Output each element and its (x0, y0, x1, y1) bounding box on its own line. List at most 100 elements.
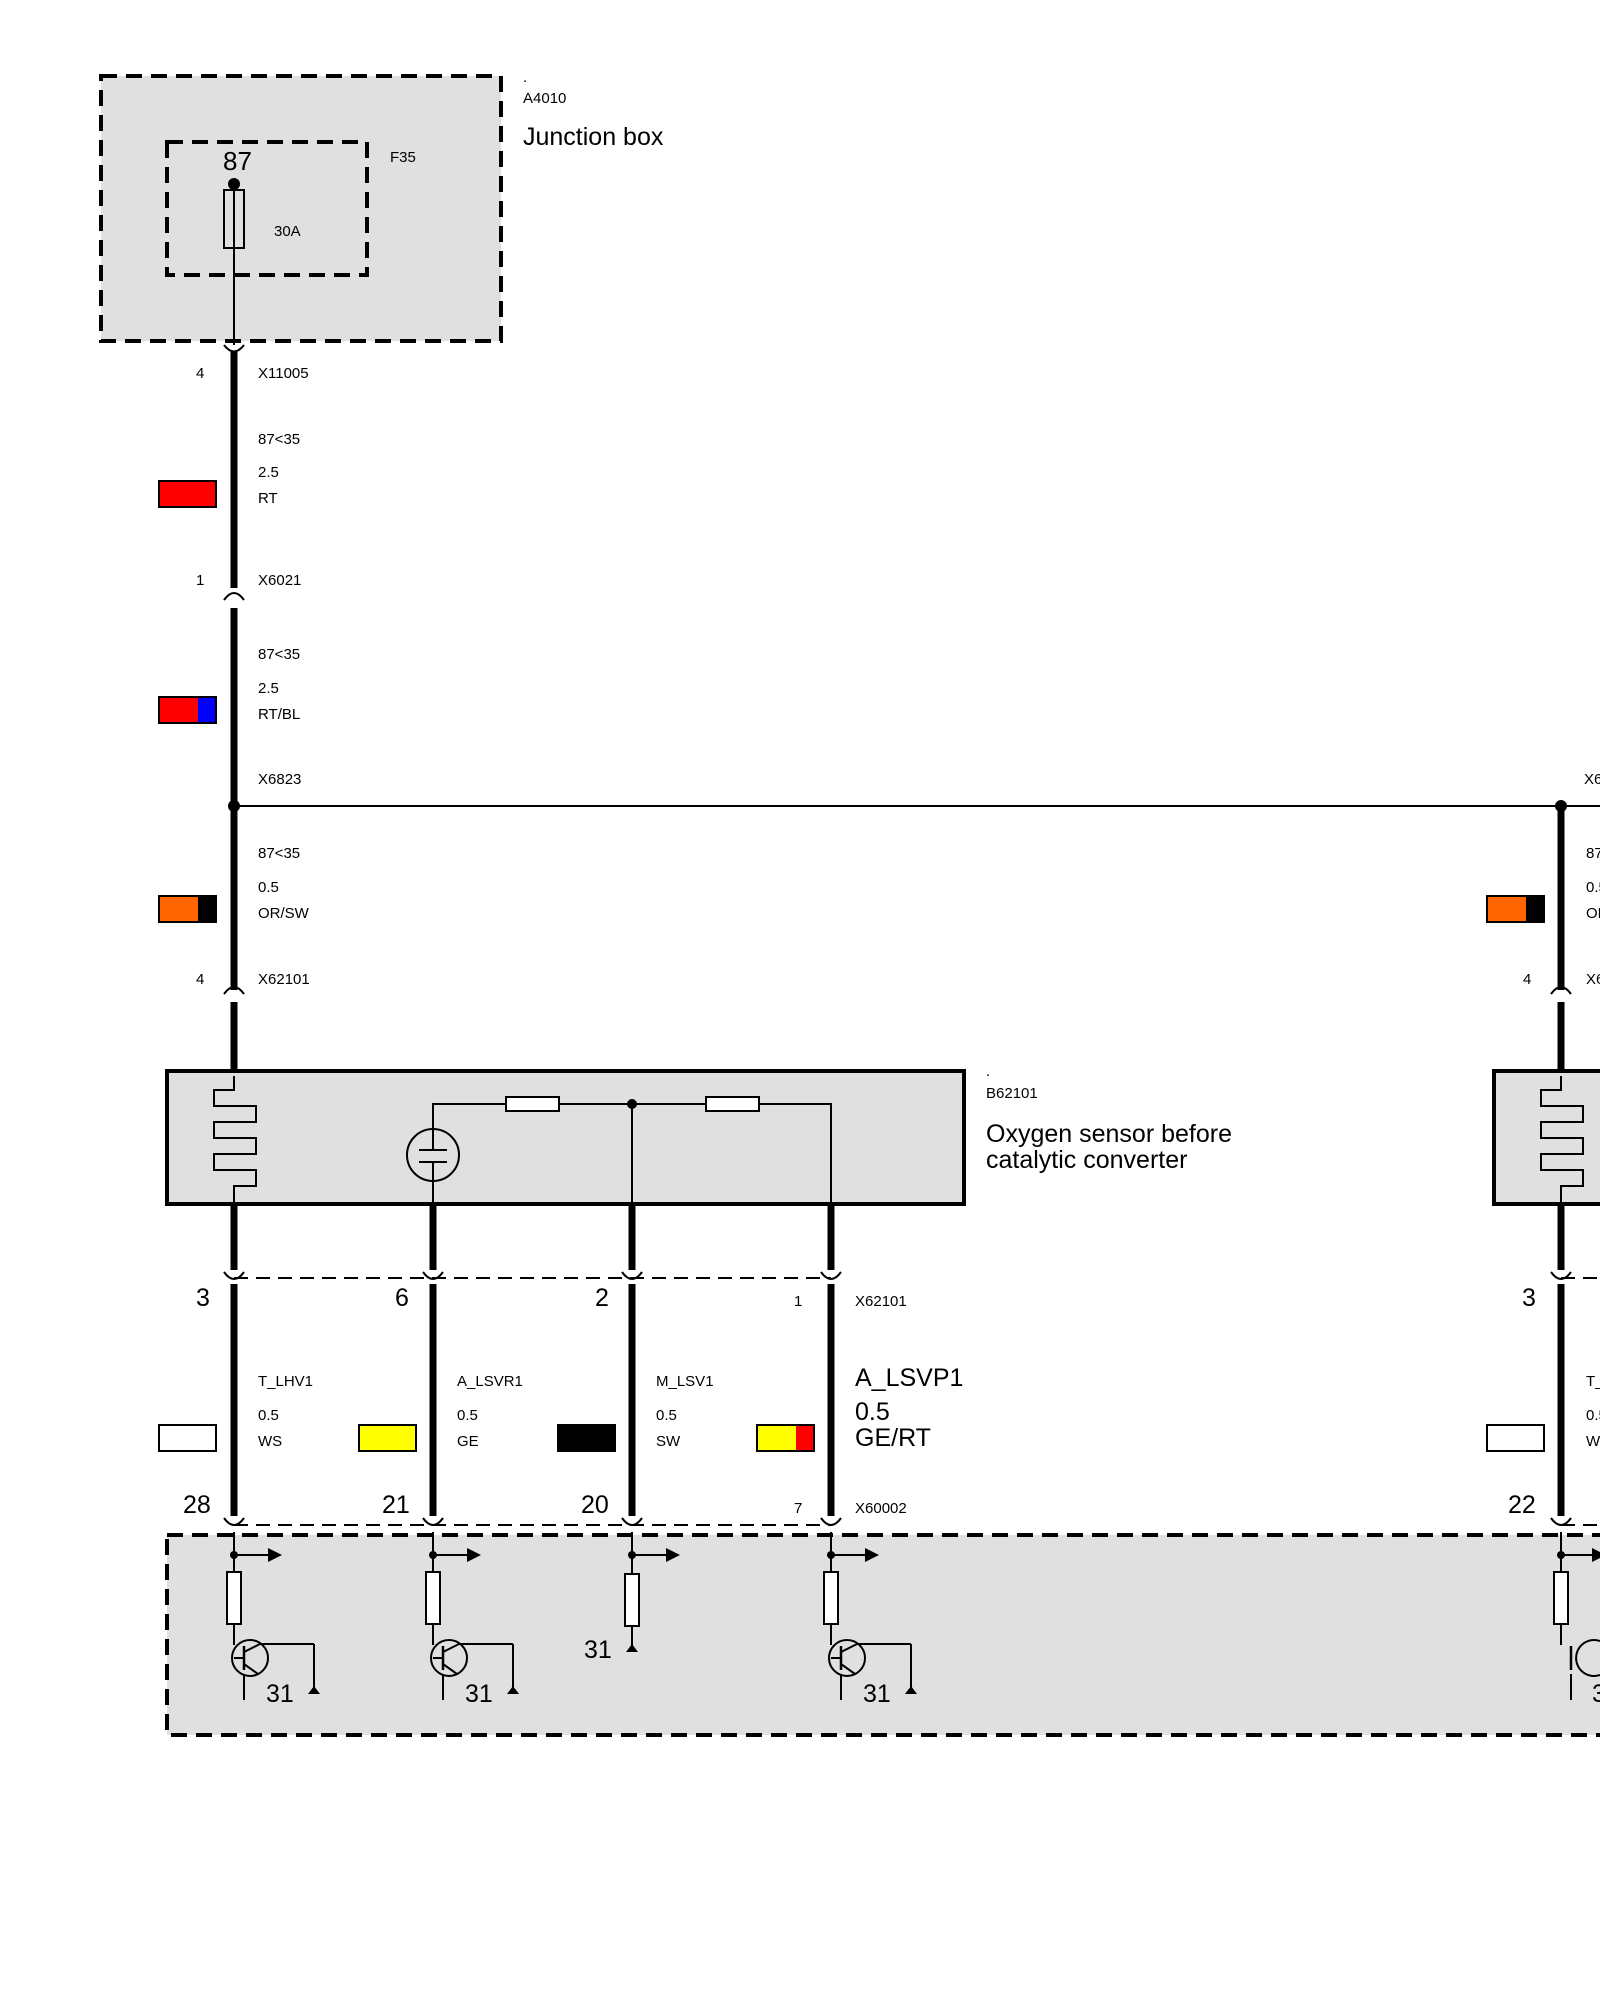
right-wire-color: OF (1586, 905, 1600, 922)
conn-icon-pin2 (621, 1271, 643, 1280)
emitter (442, 1663, 458, 1675)
wire1-color: RT (258, 490, 278, 507)
emitter (243, 1663, 259, 1675)
collector (442, 1643, 460, 1653)
ground-label: 31 (266, 1680, 294, 1708)
fuse-rating: 30A (274, 223, 301, 240)
right-lower-signal: T_ (1586, 1373, 1600, 1390)
ecu-outline (165, 1533, 1600, 1737)
ground-icon (507, 1686, 519, 1694)
heater-element-icon (213, 1076, 257, 1202)
wire-t-lhv1-color: WS (258, 1433, 282, 1450)
ground-label: 31 (863, 1680, 891, 1708)
wire3-signal: 87<35 (258, 845, 300, 862)
resistor-1-icon (505, 1096, 560, 1112)
resistor-icon (425, 1571, 441, 1625)
transistor-icon (1575, 1639, 1600, 1677)
junction-box-id: A4010 (523, 90, 566, 107)
swatch-stripe (1526, 896, 1544, 922)
swatch-fill (1486, 1424, 1545, 1452)
resistor-2-icon (705, 1096, 760, 1112)
x11005-pin: 4 (196, 365, 204, 382)
wire-a-lsvr1-color-swatch (358, 1424, 417, 1452)
swatch-fill (358, 1424, 417, 1452)
emitter (840, 1663, 856, 1675)
right-ground-partial: 3 (1592, 1680, 1600, 1708)
connector-x62101-top-icon (223, 986, 245, 995)
conn-icon-pin1 (820, 1271, 842, 1280)
wire-a-lsvp1-color-swatch (756, 1424, 815, 1452)
wire-t-lhv1-size: 0.5 (258, 1407, 279, 1424)
resistor-icon (624, 1573, 640, 1627)
ecu-conn-icon-a (223, 1517, 245, 1526)
ground-label: 31 (584, 1636, 612, 1664)
ground-icon (905, 1686, 917, 1694)
resistor-icon (226, 1571, 242, 1625)
wire-t-lhv1-color-swatch (158, 1424, 217, 1452)
x60002-pin-d: 7 (794, 1500, 802, 1517)
x62101-pin-a: 3 (196, 1284, 210, 1312)
signal-arrow-icon (268, 1548, 282, 1562)
wire-a-lsvp1-size: 0.5 (855, 1398, 890, 1426)
right-x62-pin: 4 (1523, 971, 1531, 988)
right-lower-pin: 3 (1522, 1284, 1536, 1312)
right-lower-color: W (1586, 1433, 1600, 1450)
swatch-stripe (796, 1425, 814, 1451)
transistor-icon (430, 1639, 468, 1677)
fuse-terminal-label: 87 (223, 146, 252, 176)
wire-a-lsvr1-color: GE (457, 1433, 479, 1450)
right-partial-circuit: X6 87 0.5 OF 4 X6 3 T_ 0.5 W 22 3 (1486, 771, 1600, 1708)
transistor-icon (828, 1639, 866, 1677)
right-ecu-circuit (1553, 1532, 1600, 1700)
r2-to-pin1-wire (759, 1103, 832, 1202)
collector (243, 1643, 261, 1653)
conn-icon-pin6 (422, 1271, 444, 1280)
swatch-fill (158, 480, 217, 508)
main-feed-wire: 4 X11005 87<35 2.5 RT 1 X6021 87<35 2.5 … (158, 344, 1600, 1072)
ecu-conn-icon-d (820, 1517, 842, 1526)
signal-arrow-icon (467, 1548, 481, 1562)
resistor-icon (823, 1571, 839, 1625)
right-lower-color-swatch (1486, 1424, 1545, 1452)
right-lower-size: 0.5 (1586, 1407, 1600, 1424)
right-x62-id: X6 (1586, 971, 1600, 988)
x6021-pin: 1 (196, 572, 204, 589)
wire-m-lsv1-color: SW (656, 1433, 681, 1450)
right-heater-element-icon (1540, 1076, 1584, 1202)
right-ecu-pin: 22 (1508, 1491, 1536, 1519)
fuse-id: F35 (390, 149, 416, 166)
junction-box-outline (99, 74, 503, 343)
swatch-stripe (198, 697, 216, 723)
wire2-color: RT/BL (258, 706, 300, 723)
swatch-border (756, 1424, 815, 1452)
x62101-top-pin: 4 (196, 971, 204, 988)
x62101-pin-d: 1 (794, 1293, 802, 1310)
right-conn-icon-bottom (1550, 1271, 1572, 1280)
wire-m-lsv1-size: 0.5 (656, 1407, 677, 1424)
sensor-id: B62101 (986, 1085, 1038, 1102)
x60002-id: X60002 (855, 1500, 907, 1517)
x11005-id: X11005 (258, 365, 309, 382)
sensor-output-wires: 3 6 2 1 X62101 T_LHV1 0.5 WS A_LSVR1 0.5… (158, 1204, 963, 1526)
right-wire-color-swatch (1486, 895, 1545, 923)
swatch-main (159, 697, 198, 723)
x60002-pin-b: 21 (382, 1491, 410, 1519)
x62101-pin-b: 6 (395, 1284, 409, 1312)
wire-m-lsv1-signal: M_LSV1 (656, 1373, 714, 1390)
transistor-icon (231, 1639, 269, 1677)
sensor-dot: . (986, 1063, 990, 1080)
x6021-id: X6021 (258, 572, 301, 589)
signal-arrow-icon (865, 1548, 879, 1562)
swatch-main (1487, 896, 1526, 922)
wire3-color-swatch (158, 895, 217, 923)
cell-to-r1-wire (432, 1103, 506, 1129)
wire2-color-swatch (158, 696, 217, 724)
swatch-border (1486, 895, 1545, 923)
wire2-signal: 87<35 (258, 646, 300, 663)
signal-arrow-icon (666, 1548, 680, 1562)
connector-x6021-icon (223, 592, 245, 601)
connector-x11005-icon (223, 344, 245, 353)
